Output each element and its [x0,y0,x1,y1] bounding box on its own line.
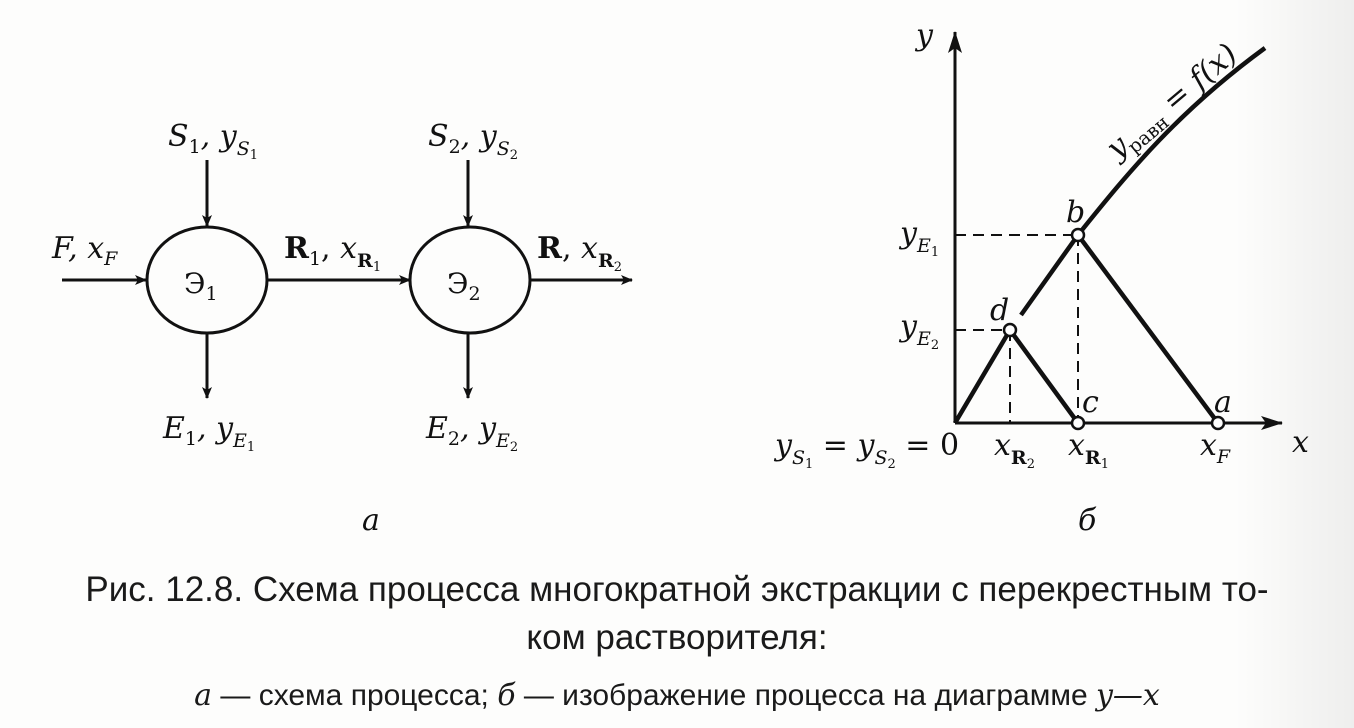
equilibrium-curve-label: yравн = f(x) [1098,37,1247,171]
point-c-label: c [1082,385,1099,420]
point-d [1002,322,1018,338]
caption-yx: y—x [1095,678,1160,713]
point-b [1070,227,1086,243]
point-a [1210,415,1226,431]
point-b-label: b [1066,195,1085,230]
origin-label: yS1 = yS2 = 0 [773,428,959,472]
line-d-c [1008,328,1080,425]
panel-label-a: а [362,503,380,538]
line-b-a [1076,233,1220,425]
stage1-ellipse [145,225,269,335]
scan-edge-shade [1234,0,1354,728]
feed-label: F, xF [51,231,118,270]
yx-diagram: y x yравн = f(x) b d c a yE1 yE2 yS1 = y… [773,18,1309,538]
panel-label-b: б [1078,503,1097,538]
line-origin-d [953,328,1012,425]
point-d-label: d [990,293,1009,328]
solvent1-label: S1, yS1 [168,119,258,163]
caption-a-ref: а [194,678,213,713]
raffinate-out-label: R, xR2 [537,231,622,275]
caption-b-ref: б [497,678,516,713]
caption-line-1: Рис. 12.8. Схема процесса многократной э… [85,570,1269,609]
raffinate1-label: R1, xR1 [284,231,381,275]
stage1-label: Э1 [184,267,218,305]
stage2-ellipse [408,225,532,335]
caption-line-3: а — схема процесса; б — изображение проц… [0,678,1354,713]
stage2-label: Э2 [447,267,481,305]
caption-end: — изображение процесса на диаграмме [515,679,1096,712]
solvent2-label: S2, yS2 [428,119,518,163]
process-scheme: F, xF Э1 Э2 S1, yS1 S2, yS2 R1, xR1 R, x… [51,119,633,538]
x-axis-label: x [1292,425,1309,460]
extract1-label: E1, yE1 [162,411,255,455]
equilibrium-curve [1076,46,1267,237]
yE2-label: yE2 [898,309,939,353]
xR2-label: xR2 [994,428,1035,472]
point-a-label: a [1214,385,1232,420]
caption-line-2: ком растворителя: [526,618,828,657]
caption-mid: — схема процесса; [212,679,498,712]
point-c [1070,415,1086,431]
yE1-label: yE1 [898,216,939,260]
xF-label: xF [1200,428,1231,468]
y-axis-label: y [914,18,934,53]
extract2-label: E2, yE2 [425,411,518,455]
line-d-b [1019,233,1080,317]
xR1-label: xR1 [1068,428,1109,472]
